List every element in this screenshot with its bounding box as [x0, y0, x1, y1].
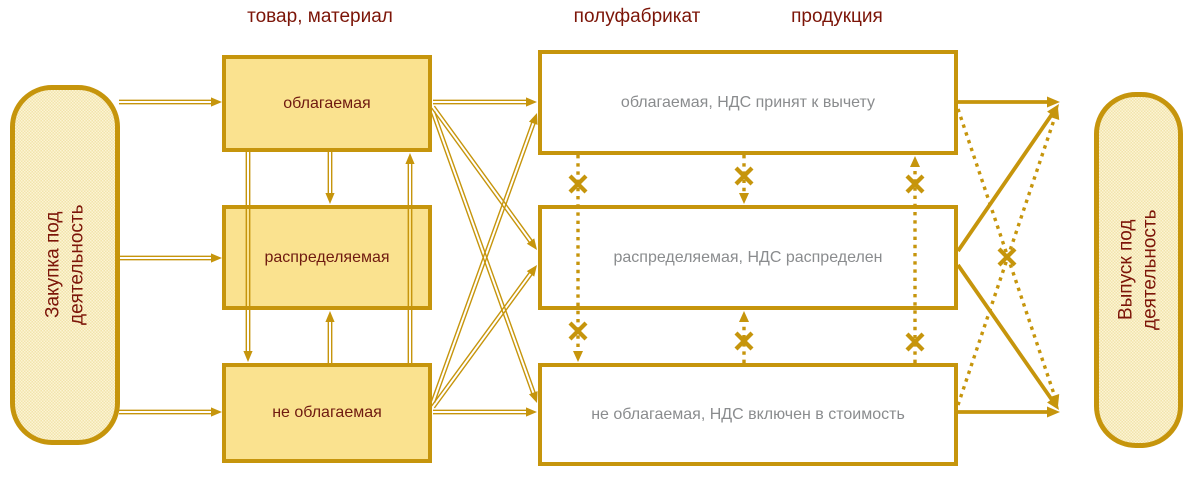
- product-box-taxable: облагаемая, НДС принят к вычету: [538, 50, 958, 155]
- arrowhead-icon: [1049, 393, 1060, 406]
- connector-line-thick: [956, 263, 1055, 403]
- arrowhead-icon: [1047, 406, 1060, 418]
- arrowhead-icon: [739, 311, 749, 322]
- material-box-taxable: облагаемая: [222, 55, 432, 152]
- material-box-nontaxable: не облагаемая: [222, 363, 432, 463]
- arrowhead-icon: [243, 351, 253, 362]
- input-terminal-purchase: Закупка под деятельность: [10, 85, 120, 445]
- arrowhead-icon: [405, 153, 415, 164]
- arrowhead-icon: [526, 265, 537, 277]
- product-box-distributable: распределяемая, НДС распределен: [538, 205, 958, 310]
- output-terminal-line1: Выпуск под: [1115, 219, 1137, 321]
- forbidden-x-icon: [905, 332, 925, 352]
- arrowhead-icon: [1049, 108, 1060, 121]
- output-terminal-release: Выпуск под деятельность: [1094, 92, 1183, 448]
- product-box-nontaxable: не облагаемая, НДС включен в стоимость: [538, 363, 958, 466]
- forbidden-x-icon: [734, 166, 754, 186]
- connector-line: [433, 272, 535, 409]
- arrowhead-icon: [1047, 96, 1060, 108]
- forbidden-x-icon: [905, 332, 925, 352]
- output-terminal-label: Выпуск под деятельность: [1115, 210, 1163, 331]
- connector-line: [431, 270, 532, 407]
- connector-line-dotted: [956, 108, 1058, 399]
- arrowhead-icon: [526, 97, 537, 107]
- connector-line: [433, 111, 537, 396]
- column-header-goods: товар, материал: [247, 6, 393, 27]
- connector-line: [433, 120, 537, 403]
- forbidden-x-icon: [568, 321, 588, 341]
- arrowhead-icon: [1047, 396, 1059, 410]
- input-terminal-line2: деятельность: [66, 204, 88, 326]
- connector-line: [430, 112, 534, 397]
- arrowhead-icon: [526, 238, 537, 250]
- arrowhead-icon: [528, 113, 538, 125]
- arrowhead-icon: [739, 193, 749, 204]
- forbidden-x-icon: [568, 321, 588, 341]
- column-header-semifinished: полуфабрикат: [573, 6, 701, 27]
- arrowhead-icon: [211, 407, 222, 417]
- column-header-products: продукция: [791, 6, 883, 27]
- connector-line-thick: [956, 111, 1055, 253]
- forbidden-x-icon: [997, 247, 1017, 267]
- forbidden-x-icon: [568, 174, 588, 194]
- forbidden-x-icon: [568, 174, 588, 194]
- forbidden-x-icon: [905, 174, 925, 194]
- forbidden-x-icon: [734, 331, 754, 351]
- forbidden-x-icon: [734, 166, 754, 186]
- forbidden-x-icon: [997, 247, 1017, 267]
- arrowhead-icon: [211, 97, 222, 107]
- input-terminal-line1: Закупка под: [42, 211, 64, 319]
- arrowhead-icon: [528, 391, 538, 403]
- arrowhead-icon: [573, 351, 583, 362]
- arrowhead-icon: [1047, 104, 1059, 118]
- arrowhead-icon: [325, 311, 335, 322]
- connector-line: [431, 107, 532, 245]
- forbidden-x-icon: [734, 331, 754, 351]
- forbidden-x-icon: [905, 174, 925, 194]
- input-terminal-label: Закупка под деятельность: [41, 205, 89, 326]
- output-terminal-line2: деятельность: [1139, 209, 1161, 331]
- connector-line: [430, 119, 534, 402]
- arrowhead-icon: [910, 156, 920, 167]
- arrowhead-icon: [526, 407, 537, 417]
- connector-line-dotted: [956, 115, 1058, 406]
- connector-line: [433, 105, 535, 243]
- arrowhead-icon: [325, 193, 335, 204]
- material-box-distributable: распределяемая: [222, 205, 432, 310]
- arrowhead-icon: [211, 253, 222, 263]
